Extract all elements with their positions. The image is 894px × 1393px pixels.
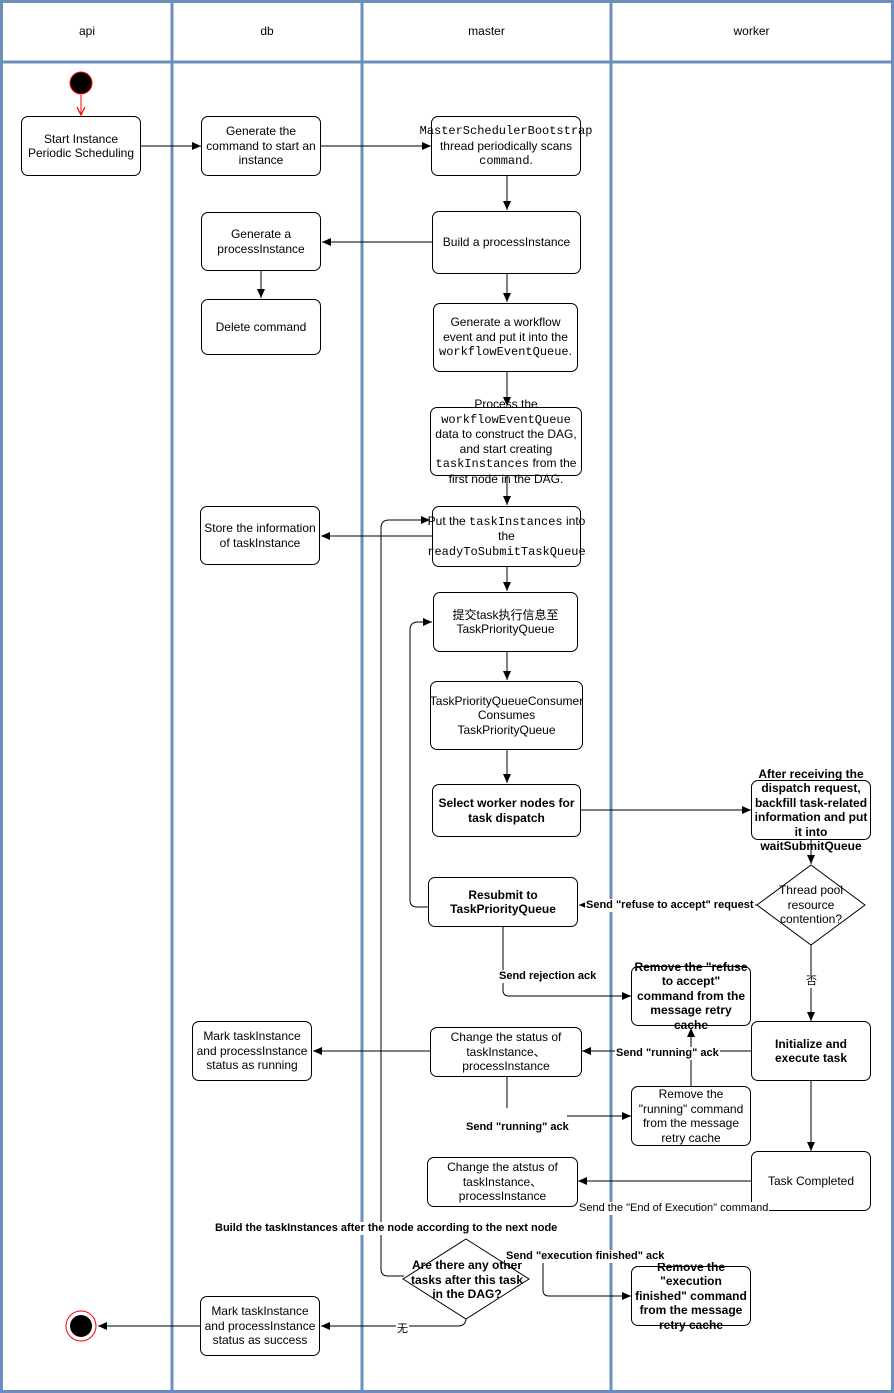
initialize-execute-node[interactable]: Initialize and execute task <box>751 1021 871 1081</box>
process-queue-task: taskInstances <box>435 457 530 471</box>
mark-success-node[interactable]: Mark taskInstance and processInstance st… <box>200 1296 320 1356</box>
generate-command-node[interactable]: Generate the command to start an instanc… <box>201 116 321 176</box>
mark-running-node[interactable]: Mark taskInstance and processInstance st… <box>192 1021 312 1081</box>
remove-running-node[interactable]: Remove the "running" command from the me… <box>631 1086 751 1146</box>
store-task-info-node[interactable]: Store the information of taskInstance <box>200 506 320 565</box>
workflow-event-pre: Generate a workflow event and put it int… <box>443 315 568 344</box>
label-no-branch: 否 <box>805 975 818 988</box>
start-circle-icon <box>69 71 93 95</box>
scheduler-bootstrap-node[interactable]: MasterSchedulerBootstrap thread periodic… <box>420 116 592 176</box>
process-queue-name: workflowEventQueue <box>441 412 571 427</box>
after-receiving-node[interactable]: After receiving the dispatch request, ba… <box>751 767 871 853</box>
consumer-node[interactable]: TaskPriorityQueueConsumer Consumes TaskP… <box>430 681 583 750</box>
workflow-event-queue: workflowEventQueue <box>439 345 569 360</box>
decision-shapes <box>402 864 866 1320</box>
label-running-ack-worker: Send "running" ack <box>615 1047 720 1060</box>
put-tasks-queue: readyToSubmitTaskQueue <box>427 544 586 559</box>
lane-title-worker: worker <box>733 24 770 38</box>
lane-title-db: db <box>260 24 274 38</box>
label-refuse-request: Send "refuse to accept" request <box>585 899 755 912</box>
scheduler-bootstrap-cmd: command <box>479 154 530 169</box>
generate-process-instance-node[interactable]: Generate a processInstance <box>201 212 321 271</box>
thread-pool-decision[interactable]: Thread pool resource contention? <box>778 883 844 927</box>
scheduler-bootstrap-name: MasterSchedulerBootstrap <box>419 124 593 139</box>
change-status-running-node[interactable]: Change the status of taskInstance、proces… <box>430 1027 582 1077</box>
lane-title-master: master <box>468 24 505 38</box>
end-circle-inner <box>70 1315 92 1337</box>
select-worker-node[interactable]: Select worker nodes for task dispatch <box>432 784 581 837</box>
submit-task-priority-node[interactable]: 提交task执行信息至TaskPriorityQueue <box>433 592 578 652</box>
put-tasks-mid: into the <box>498 513 586 544</box>
more-tasks-decision[interactable]: Are there any other tasks after this tas… <box>410 1258 524 1302</box>
edge-finished-ack <box>542 1255 631 1300</box>
label-running-ack-master: Send "running" ack <box>465 1121 570 1134</box>
edge-resubmit-loop <box>409 618 432 908</box>
label-finished-ack: Send "execution finished" ack <box>505 1250 666 1263</box>
edge-next-node-loop <box>380 516 430 1277</box>
change-status-finished-node[interactable]: Change the atstus of taskInstance、proces… <box>427 1157 578 1207</box>
scheduler-bootstrap-mid: thread periodically scans <box>439 138 573 153</box>
resubmit-node[interactable]: Resubmit to TaskPriorityQueue <box>428 877 578 927</box>
process-queue-post: from the first node in the DAG. <box>448 456 577 486</box>
task-completed-node[interactable]: Task Completed <box>751 1151 871 1211</box>
thread-pool-diamond <box>756 864 866 946</box>
put-tasks-name: taskInstances <box>469 514 563 529</box>
workflow-event-node[interactable]: Generate a workflow event and put it int… <box>433 303 578 372</box>
remove-finished-node[interactable]: Remove the "execution finished" command … <box>631 1260 751 1332</box>
put-tasks-pre: Put the <box>427 513 466 528</box>
label-rejection-ack: Send rejection ack <box>498 970 598 983</box>
submit-task-priority-text: 提交task执行信息至TaskPriorityQueue <box>452 607 559 637</box>
edge-rejection-ack <box>502 927 631 1000</box>
lane-title-api: api <box>78 24 95 38</box>
build-process-instance-node[interactable]: Build a processInstance <box>432 211 581 274</box>
process-queue-mid: data to construct the DAG, and start cre… <box>435 427 577 456</box>
edges <box>81 95 815 1330</box>
process-queue-pre: Process the <box>474 397 538 411</box>
process-workflow-queue-node[interactable]: Process the workflowEventQueue data to c… <box>430 397 582 486</box>
put-task-instances-node[interactable]: Put the taskInstances into the readyToSu… <box>427 506 586 567</box>
edge-none-to-mark-success <box>321 1317 467 1330</box>
more-tasks-diamond <box>402 1238 530 1320</box>
label-none-branch: 无 <box>396 1323 409 1336</box>
remove-refuse-node[interactable]: Remove the "refuse to accept" command fr… <box>631 960 751 1032</box>
label-end-of-execution: Send the "End of Execution" command <box>578 1202 770 1215</box>
start-instance-node[interactable]: Start Instance Periodic Scheduling <box>21 116 141 176</box>
delete-command-node[interactable]: Delete command <box>201 299 321 355</box>
label-build-next: Build the taskInstances after the node a… <box>214 1222 559 1235</box>
